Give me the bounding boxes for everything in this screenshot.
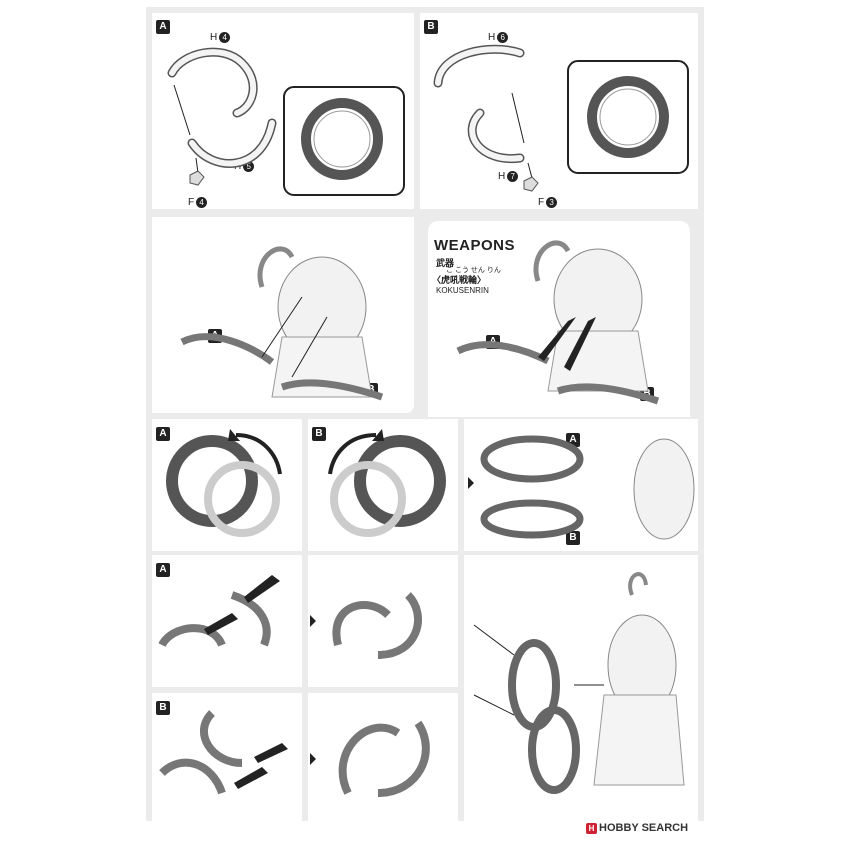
attach-weapons-panel: A B xyxy=(152,217,414,413)
rotate-ring-b-illustration xyxy=(328,429,446,537)
parts-badge-b: B xyxy=(156,701,170,715)
final-figure-panel xyxy=(464,555,698,821)
ring-half-parts-illustration-b xyxy=(433,44,689,192)
weapons-kanji: 武器 xyxy=(436,259,455,269)
ring-b-joined-illustration xyxy=(310,720,430,797)
hold-rings-panel: A B xyxy=(464,419,698,551)
rotate-badge-a: A xyxy=(156,427,170,441)
ring-a-joined-panel xyxy=(308,555,458,687)
weapons-panel: WEAPONS 武器 こ こう せん りん 〈虎吼戦輪〉 KOKUSENRIN … xyxy=(428,221,690,417)
ring-a-parts-panel: A xyxy=(152,555,302,687)
rotate-ring-b-panel: B xyxy=(308,419,458,551)
ring-b-parts-illustration xyxy=(159,710,288,795)
final-figure-illustration xyxy=(473,572,685,794)
weapon-name-furigana: こ こう せん りん xyxy=(446,267,501,274)
weapons-illustration xyxy=(456,240,660,405)
parts-badge-a: A xyxy=(156,563,170,577)
hobby-search-logo-icon: H xyxy=(586,823,597,834)
rotate-badge-b: B xyxy=(312,427,326,441)
hold-rings-illustration xyxy=(468,435,695,540)
weapon-name-romaji: KOKUSENRIN xyxy=(436,286,489,295)
ring-b-parts-panel: B xyxy=(152,693,302,821)
rotate-ring-a-panel: A xyxy=(152,419,302,551)
ring-b-joined-panel xyxy=(308,693,458,821)
ring-half-parts-illustration xyxy=(167,47,405,196)
weapons-title: WEAPONS xyxy=(434,237,516,254)
ring-a-joined-illustration xyxy=(310,592,422,659)
watermark-text: HOBBY SEARCH xyxy=(599,822,689,834)
rotate-ring-a-illustration xyxy=(166,429,282,537)
hold-badge-b: B xyxy=(566,531,580,545)
ring-a-parts-illustration xyxy=(158,575,280,648)
figure-attach-illustration xyxy=(180,246,384,401)
step-badge-b: B xyxy=(424,20,438,34)
weapon-name-kanji: 〈虎吼戦輪〉 xyxy=(432,276,487,286)
step-badge-a: A xyxy=(156,20,170,34)
